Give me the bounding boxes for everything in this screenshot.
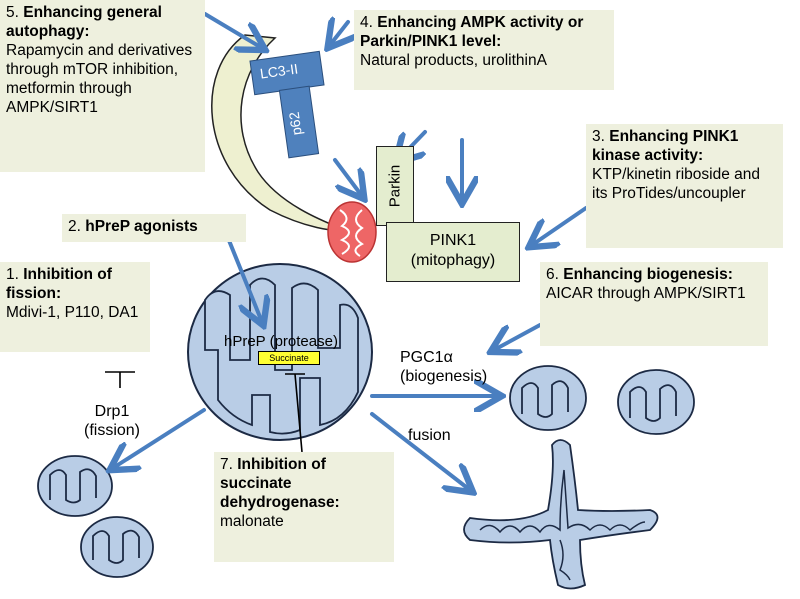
parkin-protein: Parkin bbox=[376, 146, 414, 226]
arrows bbox=[113, 12, 588, 490]
arrow-b6-to-pgc1a bbox=[494, 323, 542, 350]
pgc1a-subtitle: (biogenesis) bbox=[400, 368, 488, 385]
box-sdh-inhibition: 7. Inhibition of succinate dehydrogenase… bbox=[214, 452, 394, 562]
biogenesis-mitochondrion-2 bbox=[617, 369, 695, 435]
pgc1a-title: PGC1α bbox=[400, 349, 453, 366]
fission-inhibition-bar bbox=[105, 371, 135, 388]
arrow-mito-to-fission bbox=[113, 408, 206, 468]
biogenesis-mitochondrion-1 bbox=[509, 365, 587, 431]
box7-body: malonate bbox=[220, 513, 284, 530]
p62-label: p62 bbox=[285, 110, 305, 137]
box1-number: 1. bbox=[6, 266, 24, 283]
succinate-label: Succinate bbox=[258, 351, 320, 365]
arrow-mito-to-fusion bbox=[370, 412, 470, 490]
box-general-autophagy: 5. Enhancing general autophagy: Rapamyci… bbox=[0, 0, 205, 172]
hprep-label: hPreP (protease) bbox=[224, 333, 338, 350]
fission-mitochondrion-1 bbox=[37, 455, 113, 517]
arrow-b4-to-lc3 bbox=[330, 22, 348, 45]
damaged-mitochondrion bbox=[327, 201, 377, 263]
p62-protein bbox=[278, 85, 320, 159]
arrow-p62-to-mito bbox=[333, 158, 362, 196]
box-inhibition-fission: 1. Inhibition of fission: Mdivi-1, P110,… bbox=[0, 262, 150, 352]
pink1-label: PINK1 bbox=[429, 232, 477, 249]
pgc1a-label: PGC1α (biogenesis) bbox=[400, 348, 487, 386]
box7-number: 7. bbox=[220, 456, 238, 473]
box3-heading: Enhancing PINK1 kinase activity: bbox=[592, 128, 739, 164]
box5-heading: Enhancing general autophagy: bbox=[6, 4, 162, 40]
box7-heading: Inhibition of succinate dehydrogenase: bbox=[220, 456, 340, 511]
inhibition-lines bbox=[105, 371, 305, 453]
box4-number: 4. bbox=[360, 14, 378, 31]
drp1-subtitle: (fission) bbox=[84, 422, 141, 439]
fusion-label: fusion bbox=[408, 427, 451, 444]
box6-heading: Enhancing biogenesis: bbox=[563, 266, 733, 283]
box-hprep-agonists: 2. hPreP agonists bbox=[62, 214, 246, 242]
box4-body: Natural products, urolithinA bbox=[360, 52, 547, 69]
box3-body: KTP/kinetin riboside and its ProTides/un… bbox=[592, 166, 761, 202]
box6-number: 6. bbox=[546, 266, 564, 283]
box4-heading: Enhancing AMPK activity or Parkin/PINK1 … bbox=[360, 14, 584, 50]
drp1-label: Drp1 (fission) bbox=[84, 402, 140, 440]
box2-number: 2. bbox=[68, 218, 86, 235]
box3-number: 3. bbox=[592, 128, 610, 145]
pink1-protein: PINK1 (mitophagy) bbox=[386, 222, 520, 282]
box1-heading: Inhibition of fission: bbox=[6, 266, 112, 302]
box2-heading: hPreP agonists bbox=[85, 218, 198, 235]
arrow-b2-to-hprep bbox=[226, 236, 262, 322]
arrow-b3-to-pink1 bbox=[532, 206, 588, 245]
box5-number: 5. bbox=[6, 4, 24, 21]
box1-body: Mdivi-1, P110, DA1 bbox=[6, 304, 139, 321]
fused-mitochondrion bbox=[463, 439, 659, 590]
pink1-subtitle: (mitophagy) bbox=[410, 252, 496, 269]
parkin-label: Parkin bbox=[386, 164, 404, 208]
fission-mitochondrion-2 bbox=[80, 516, 154, 578]
box-pink1-kinase: 3. Enhancing PINK1 kinase activity: KTP/… bbox=[586, 124, 783, 248]
arrow-b5-to-lc3 bbox=[203, 12, 262, 48]
box5-body: Rapamycin and derivatives through mTOR i… bbox=[6, 42, 193, 116]
box-ampk-parkin-pink1: 4. Enhancing AMPK activity or Parkin/PIN… bbox=[354, 10, 614, 90]
box6-body: AICAR through AMPK/SIRT1 bbox=[546, 285, 746, 302]
drp1-title: Drp1 bbox=[94, 403, 130, 420]
sdh-inhibition-line bbox=[285, 373, 305, 453]
box-biogenesis: 6. Enhancing biogenesis: AICAR through A… bbox=[540, 262, 768, 346]
